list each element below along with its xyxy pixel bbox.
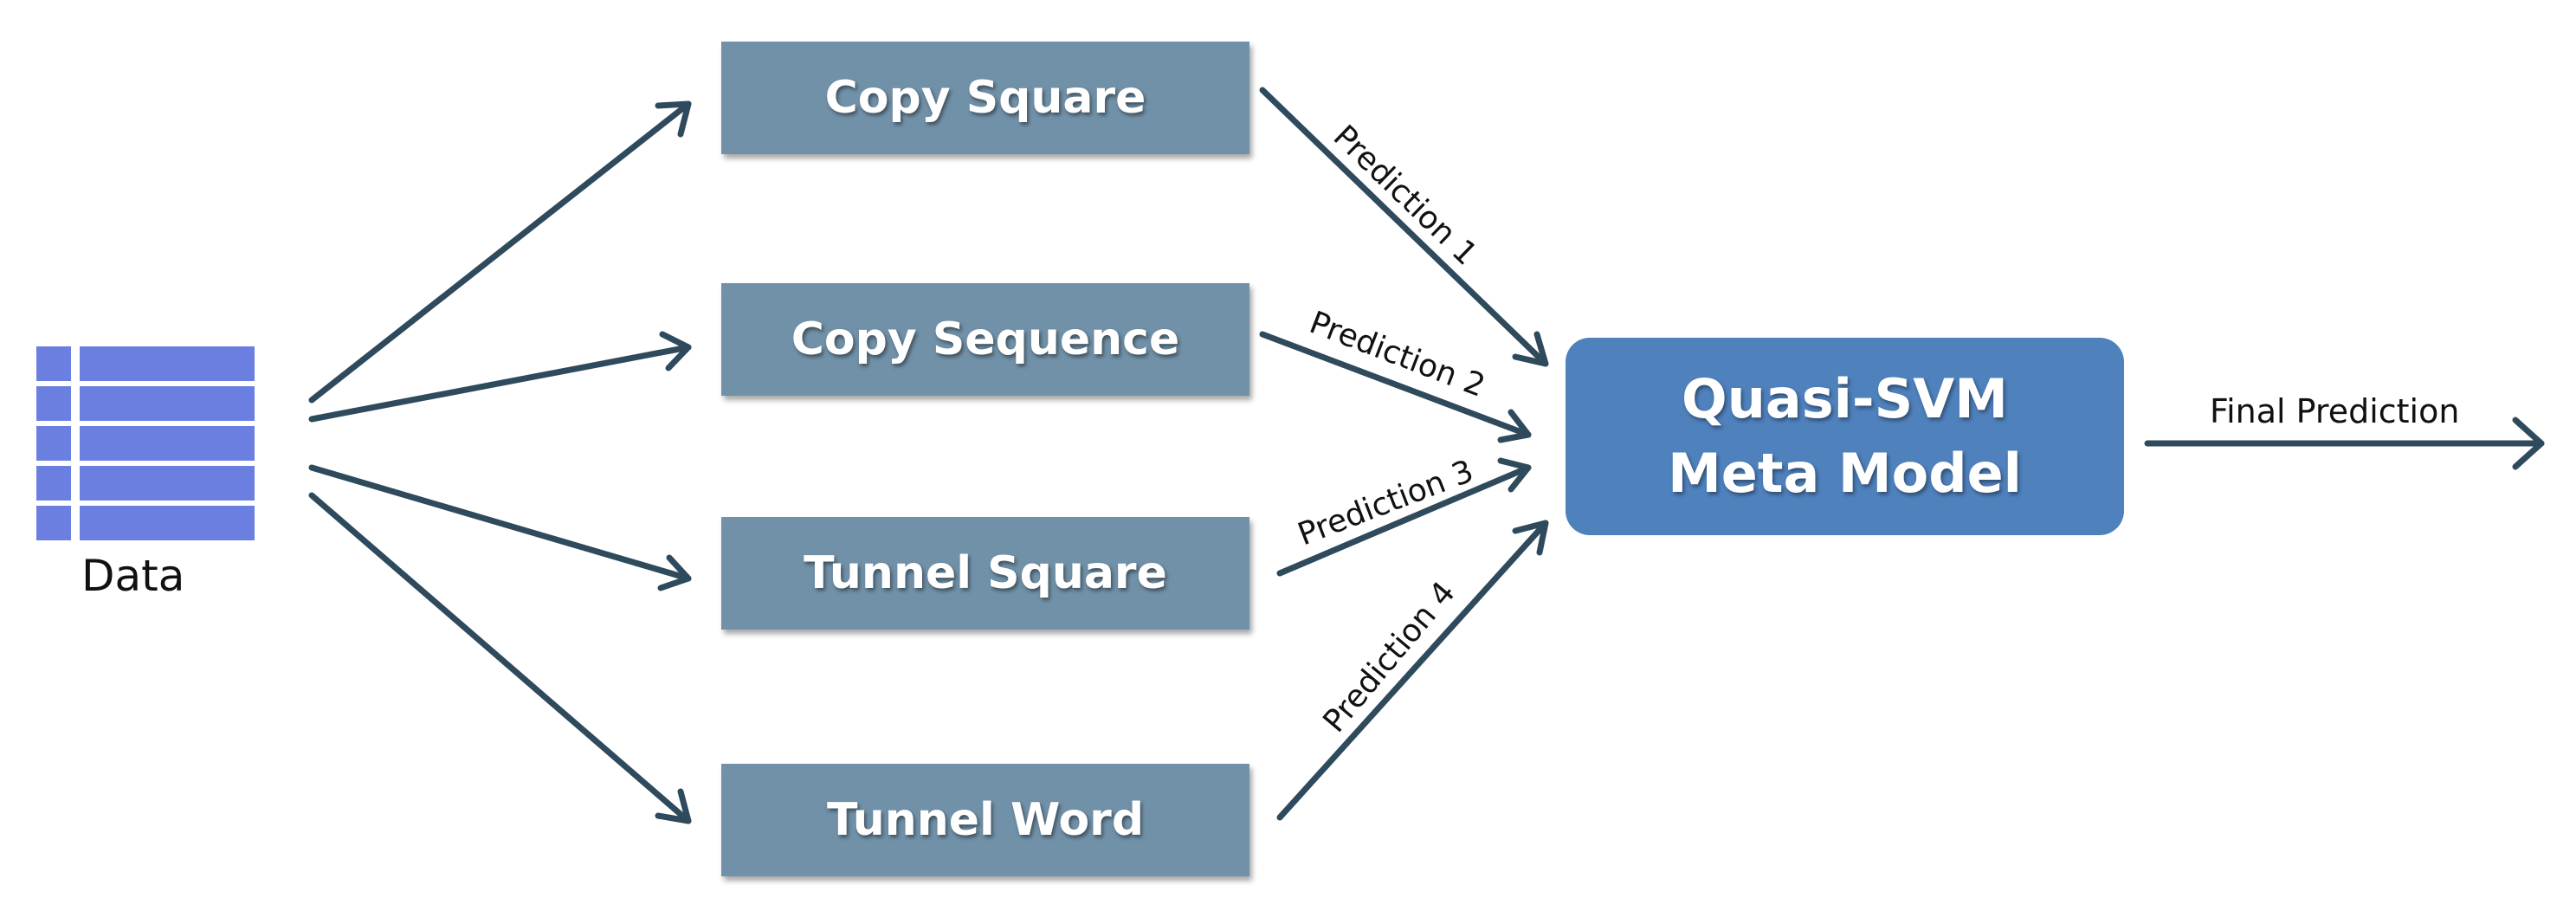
arrow-data-to-copy-square [308, 100, 692, 404]
model-label: Copy Square [824, 72, 1146, 124]
arrow-copy-square-to-meta [1259, 87, 1549, 367]
arrow-copy-sequence-to-meta [1259, 331, 1532, 443]
arrow-data-to-tunnel-word [308, 492, 692, 824]
model-label: Copy Sequence [791, 313, 1180, 365]
meta-model-title: Quasi-SVM [1682, 367, 2008, 430]
arrow-tunnel-square-to-meta [1276, 457, 1532, 577]
model-box-copy-square: Copy Square [721, 42, 1249, 154]
meta-model-subtitle: Meta Model [1668, 442, 2022, 505]
arrow-final-output [2144, 417, 2545, 470]
prediction-2-label: Prediction 2 [1305, 305, 1490, 404]
final-prediction-label: Final Prediction [2210, 392, 2460, 430]
arrow-data-to-tunnel-square [308, 464, 692, 591]
model-box-tunnel-square: Tunnel Square [721, 517, 1249, 630]
arrow-data-to-copy-sequence [308, 331, 692, 423]
prediction-1-label: Prediction 1 [1327, 119, 1484, 273]
meta-model-box: Quasi-SVM Meta Model [1566, 338, 2124, 535]
arrow-tunnel-word-to-meta [1276, 520, 1549, 821]
model-box-copy-sequence: Copy Sequence [721, 283, 1249, 396]
prediction-4-label: Prediction 4 [1316, 575, 1462, 740]
model-box-tunnel-word: Tunnel Word [721, 764, 1249, 876]
model-label: Tunnel Word [826, 794, 1145, 846]
model-label: Tunnel Square [804, 547, 1167, 599]
data-label: Data [81, 551, 185, 601]
